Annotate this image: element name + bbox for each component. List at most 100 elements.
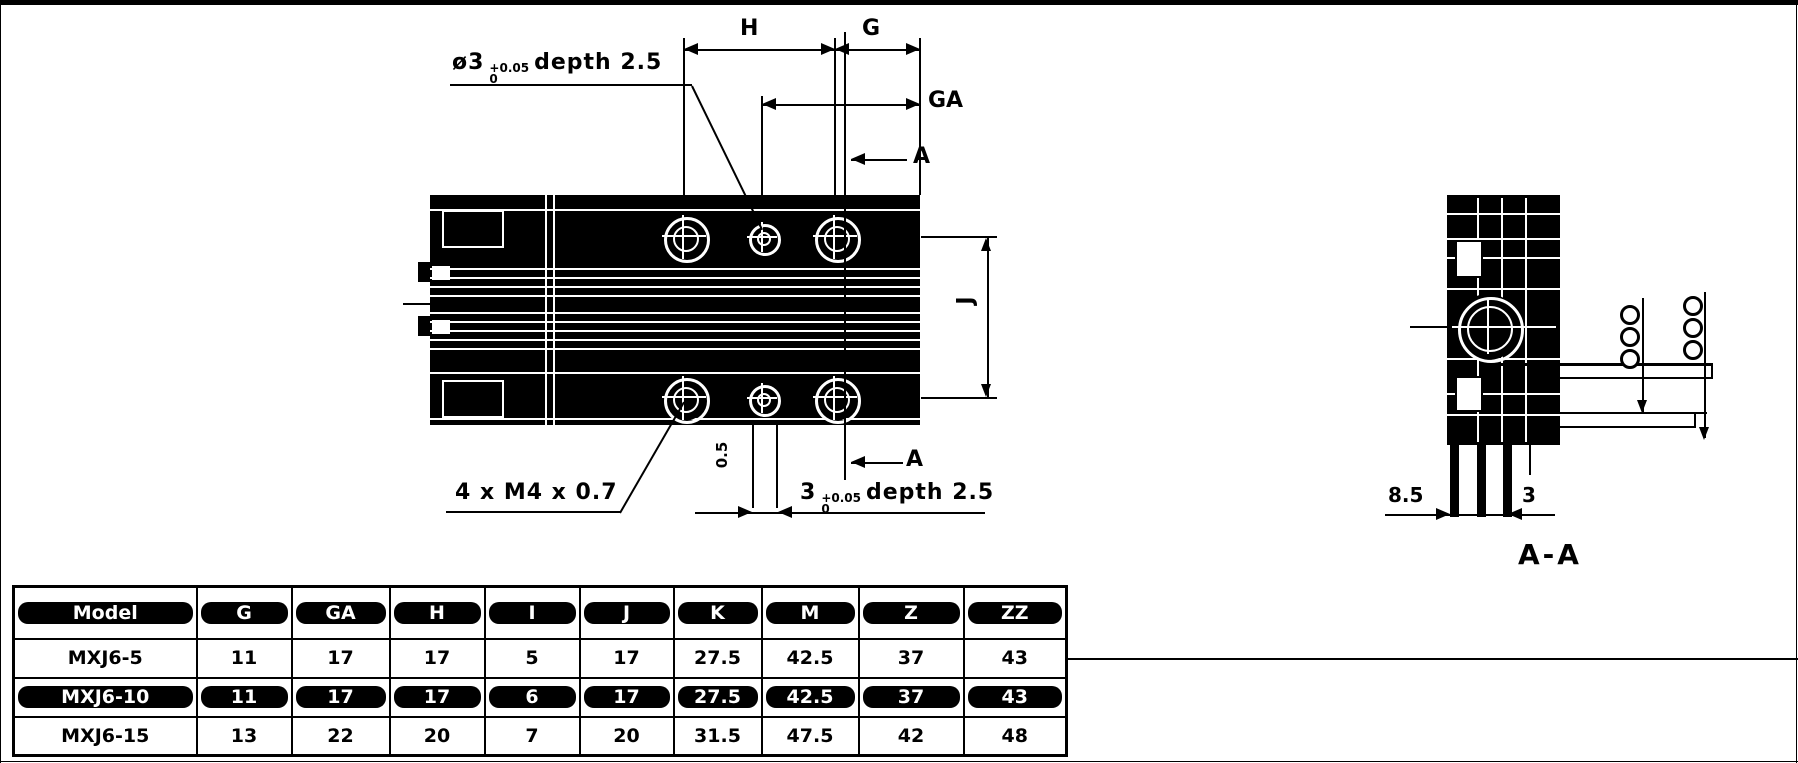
page-bottom-border: [0, 761, 1798, 762]
extension-line: [919, 38, 921, 195]
slot-callout-suffix: depth 2.5: [865, 480, 995, 505]
frame-line: [1065, 658, 1798, 660]
bolt-hole-ring: [824, 387, 850, 413]
dim-label-3: 3: [1522, 483, 1536, 507]
model-label: MXJ6-10: [18, 686, 193, 708]
bore-circle-ring: [1458, 297, 1524, 363]
screw-hole: [1683, 318, 1703, 338]
hole-centerline: [1452, 326, 1556, 328]
value-label: 17: [295, 686, 386, 708]
dim-label-8-5: 8.5: [1388, 483, 1424, 507]
value-label: 17: [393, 686, 481, 708]
screw-hole: [1620, 349, 1640, 369]
arrowhead-left-icon: [1508, 508, 1522, 520]
arrowhead-left-icon: [684, 43, 698, 55]
body-seam: [430, 339, 920, 341]
model-cell: MXJ6-5: [12, 637, 198, 679]
body-seam: [1447, 288, 1560, 290]
bore-circle-ring: [1467, 306, 1513, 352]
slot-callout-prefix: 3: [800, 480, 817, 505]
value-label: 27.5: [677, 686, 758, 708]
page-top-border: [0, 0, 1798, 5]
bolt-hole-ring: [824, 226, 850, 252]
bolt-hole-ring: [815, 378, 861, 424]
value-cell: 43: [962, 637, 1068, 679]
arm-line: [1694, 412, 1696, 428]
value-cell: 47.5: [760, 715, 860, 757]
body-seam: [430, 295, 920, 297]
extension-line: [921, 236, 997, 238]
value-cell: 27.5: [672, 676, 763, 718]
dowel-hole-ring: [749, 385, 781, 417]
bolt-hole-ring: [664, 378, 710, 424]
arrowhead-right-icon: [906, 98, 920, 110]
arm-line: [1487, 363, 1713, 366]
screw-hole: [1683, 340, 1703, 360]
value-cell: 42.5: [760, 637, 860, 679]
body-seam: [430, 209, 920, 211]
callout-underline: [450, 84, 692, 86]
arrowhead-right-icon: [1436, 508, 1450, 520]
section-leg-line: [1529, 445, 1531, 475]
page-right-border: [1796, 0, 1797, 763]
col-header-zz: ZZ: [962, 585, 1068, 640]
body-seam: [430, 372, 920, 374]
tolerance-upper: +0.05: [821, 491, 861, 505]
col-header-label: G: [200, 601, 288, 624]
arm-line: [1560, 426, 1696, 428]
value-cell: 11: [195, 637, 293, 679]
value-cell: 20: [578, 715, 675, 757]
value-cell: 42.5: [760, 676, 860, 718]
body-seam: [430, 348, 920, 350]
end-cap-seam: [553, 195, 555, 425]
arrowhead-left-icon: [835, 43, 849, 55]
col-header-label: I: [488, 601, 576, 624]
centerline-tick: [1410, 326, 1447, 328]
tolerance-lower: 0: [821, 502, 830, 516]
body-seam: [430, 330, 920, 332]
arm-line: [1711, 363, 1713, 379]
dim-line: [1642, 298, 1644, 414]
body-seam: [430, 312, 920, 314]
tolerance-upper: +0.05: [489, 61, 530, 75]
col-header-j: J: [578, 585, 675, 640]
table-header-row: Model G GA H I J K M Z ZZ: [12, 585, 1068, 640]
hole-centerline: [662, 235, 706, 237]
section-label-a-bottom: A: [906, 447, 924, 472]
extension-line: [683, 38, 685, 195]
dim-label-small: 0.5: [713, 441, 731, 469]
centerline-tick: [403, 303, 430, 305]
end-cap-detail: [432, 320, 450, 334]
hole-centerline: [1487, 300, 1489, 354]
value-label: 6: [488, 686, 576, 708]
hole-centerline: [813, 235, 857, 237]
arrowhead-down-icon: [1699, 427, 1709, 440]
value-cell: 6: [483, 676, 581, 718]
col-header-label: Model: [18, 601, 193, 624]
hole-centerline: [761, 222, 763, 252]
col-header-k: K: [672, 585, 763, 640]
left-tab: [418, 316, 432, 336]
extension-line: [776, 425, 778, 508]
bore-callout-prefix: ø3: [452, 50, 485, 75]
extension-line: [921, 397, 997, 399]
col-header-h: H: [388, 585, 486, 640]
value-cell: 48: [962, 715, 1068, 757]
page-left-border: [0, 0, 1, 763]
body-seam: [1447, 393, 1560, 395]
hole-centerline: [833, 376, 835, 420]
section-leg: [1503, 445, 1512, 517]
end-cap-detail: [432, 266, 450, 280]
bolt-hole-ring: [664, 217, 710, 263]
hole-centerline: [682, 376, 684, 420]
section-leg: [1477, 445, 1486, 517]
hole-centerline: [833, 215, 835, 259]
col-header-label: M: [765, 601, 855, 624]
left-tab: [418, 262, 432, 282]
tolerance-lower: 0: [489, 72, 498, 86]
col-header-m: M: [760, 585, 860, 640]
body-seam: [1447, 213, 1560, 215]
bore-callout-suffix: depth 2.5: [534, 50, 663, 75]
value-cell: 37: [857, 676, 965, 718]
